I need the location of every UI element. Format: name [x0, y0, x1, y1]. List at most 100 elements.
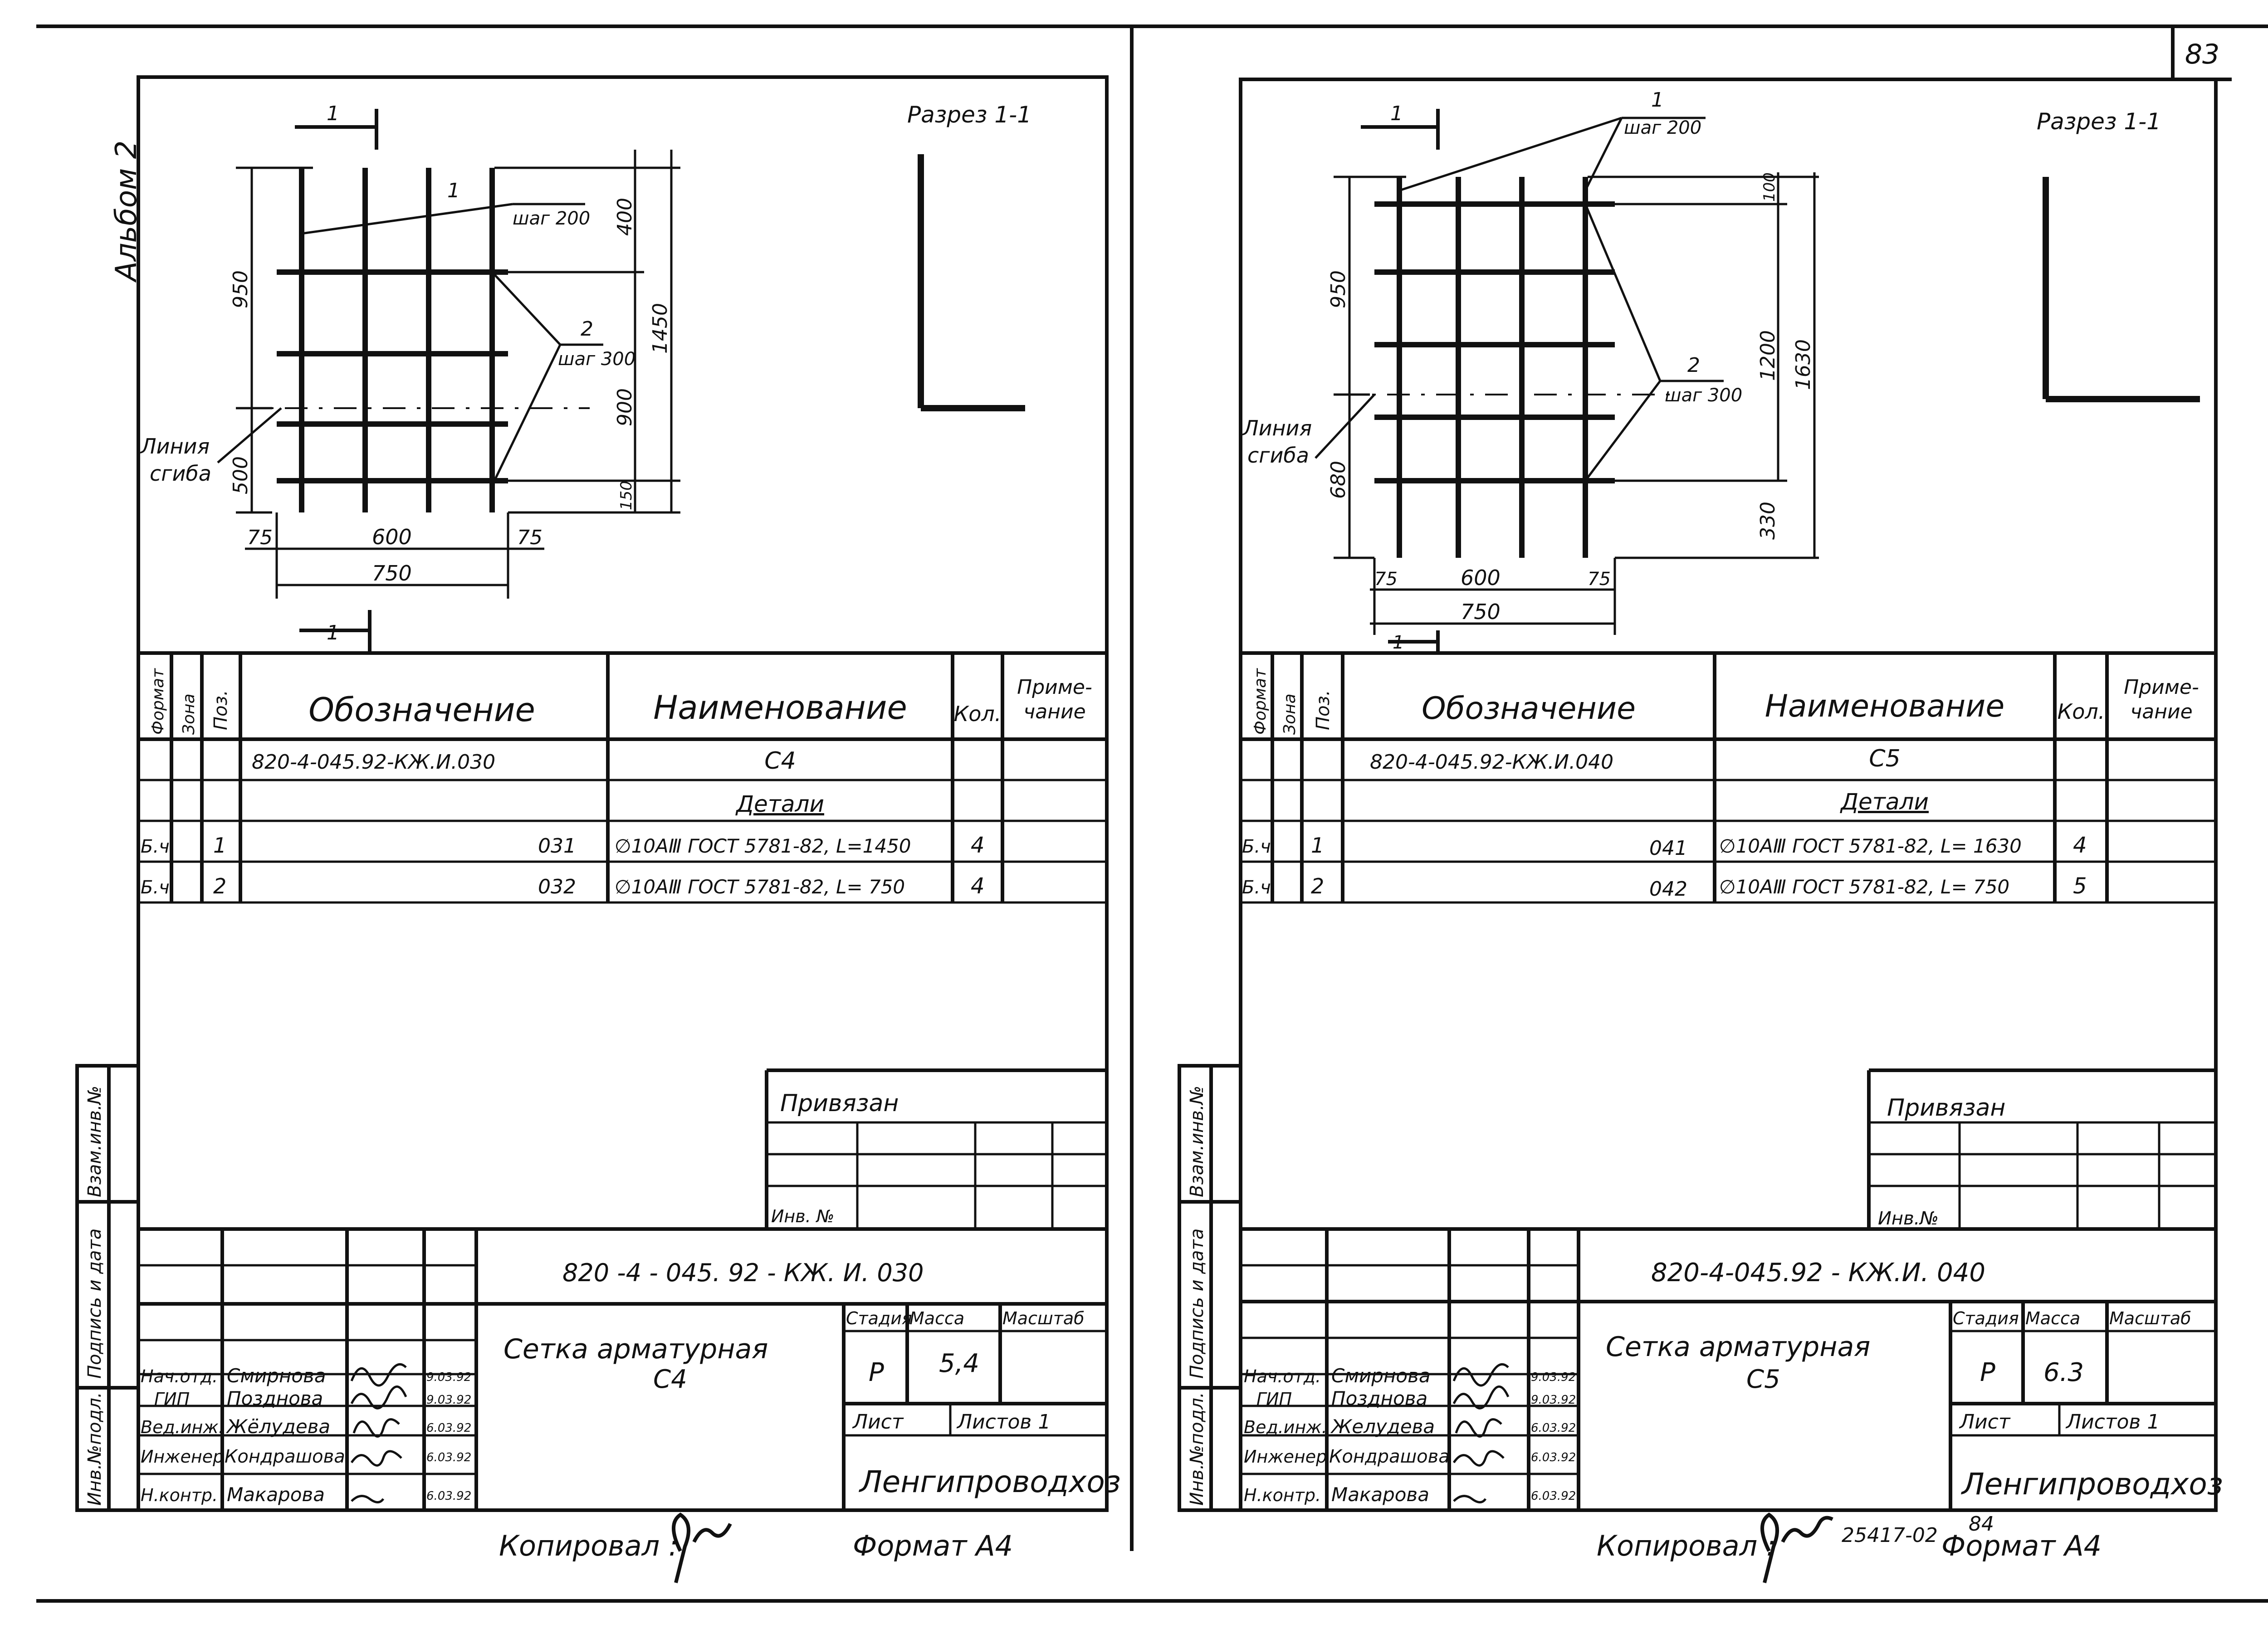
row-2-format: Б.ч.	[1242, 836, 1277, 857]
doc-code: 820 -4 - 045. 92 - КЖ. И. 030	[562, 1258, 924, 1287]
sheet-right: Инв.№подл. Подпись и дата Взам.инв.№	[1178, 78, 2223, 1512]
callout-2-num: 2	[1687, 354, 1700, 377]
dim-75-left: 75	[247, 526, 273, 549]
scale-header: Масштаб	[2109, 1308, 2191, 1328]
dim-1200: 1200	[1756, 330, 1779, 381]
row-2-qty: 4	[971, 833, 985, 858]
cut-mark-bottom: 1	[327, 621, 339, 644]
sheet-frame	[1239, 78, 2218, 1512]
page-number: 83	[2185, 39, 2219, 70]
cut-mark-top: 1	[327, 102, 339, 125]
cut-mark-bottom: 1	[1393, 632, 1404, 653]
sheet-left: Инв.№подл. Подпись и дата Взам.инв.№	[75, 75, 1121, 1512]
row-2-pos: 1	[1311, 833, 1324, 858]
mesh-drawing-c4	[217, 109, 1025, 653]
hdr-note: Приме-чание	[2124, 676, 2199, 723]
staff-3-name: Кондрашова	[225, 1446, 345, 1467]
hdr-name: Наименование	[1765, 688, 2004, 724]
doc-title: Сетка арматурная	[1606, 1331, 1870, 1363]
row-2-designation: 041	[1649, 837, 1687, 860]
organization: Ленгипроводхоз	[859, 1464, 1121, 1499]
dim-330: 330	[1756, 502, 1779, 540]
footer-ref-sheet: 84	[1969, 1512, 1994, 1536]
staff-0-name: Смирнова	[1331, 1365, 1431, 1387]
stamp-replace-inv: Взам.инв.№	[84, 1086, 105, 1197]
staff-4-name: Макарова	[227, 1483, 325, 1506]
dim-900: 900	[613, 388, 636, 426]
copied-right: Копировал :	[1597, 1529, 1776, 1562]
copied-left: Копировал :	[499, 1529, 678, 1562]
staff-0-role: Нач.отд.	[1244, 1366, 1321, 1386]
mesh-drawing-c5	[1315, 109, 2200, 653]
dim-100: 100	[1760, 172, 1779, 202]
staff-2-role: Вед.инж.	[1244, 1417, 1327, 1437]
stamp-inv-original: Инв.№подл.	[84, 1392, 105, 1506]
title-block	[138, 1227, 1107, 1510]
inv-no-label: Инв.№	[1878, 1208, 1939, 1229]
dim-680: 680	[1327, 461, 1350, 499]
callout-2-step: шаг 300	[1665, 385, 1742, 406]
hdr-name: Наименование	[653, 688, 907, 727]
row-0-name: С4	[764, 747, 796, 775]
hdr-note-1: Приме-	[2124, 676, 2199, 699]
staff-0-name: Смирнова	[227, 1365, 326, 1387]
callout-1-num: 1	[1651, 88, 1664, 112]
hdr-format: Формат	[1251, 668, 1270, 735]
dim-600: 600	[372, 525, 412, 549]
row-3-pos: 2	[1311, 874, 1324, 898]
sheet-header: Лист	[852, 1410, 904, 1434]
dim-750: 750	[372, 561, 412, 585]
doc-title: Сетка арматурная	[503, 1333, 768, 1365]
row-2-pos: 1	[213, 833, 226, 858]
hdr-note-2: чание	[2130, 700, 2192, 723]
hdr-zone: Зона	[180, 693, 198, 735]
attached-label: Привязан	[780, 1090, 899, 1117]
copy-signature-right	[1760, 1512, 1779, 1583]
doc-code: 820-4-045.92 - КЖ.И. 040	[1651, 1258, 1985, 1288]
row-3-designation: 042	[1649, 878, 1687, 901]
hdr-qty: Кол.	[2058, 699, 2105, 724]
attached-block	[765, 1068, 1107, 1231]
callout-1-step: шаг 200	[513, 208, 590, 229]
mass-header: Масса	[909, 1308, 964, 1328]
dim-500: 500	[229, 456, 252, 494]
bend-line-label-1: Линия	[1242, 416, 1312, 440]
dim-1630: 1630	[1792, 339, 1815, 390]
format-left: Формат А4	[853, 1529, 1013, 1562]
staff-3-date: 6.03.92	[426, 1451, 471, 1464]
row-2-name: ∅10АⅢ ГОСТ 5781-82, L= 1630	[1719, 835, 2022, 857]
staff-1-date: 9.03.92	[1531, 1393, 1576, 1407]
title-block	[1241, 1227, 2216, 1510]
hdr-note-2: чание	[1023, 700, 1085, 723]
footer-ref: 25417-02	[1842, 1524, 1938, 1547]
stage-value: Р	[869, 1358, 884, 1387]
mass-value: 5,4	[939, 1349, 979, 1378]
hdr-designation: Обозначение	[1422, 691, 1636, 727]
row-0-designation: 820-4-045.92-КЖ.И.040	[1370, 751, 1613, 774]
staff-0-role: Нач.отд.	[141, 1366, 218, 1386]
spec-table	[1241, 651, 2216, 904]
stage-value: Р	[1980, 1358, 1995, 1387]
stamp-signature-date: Подпись и дата	[84, 1229, 105, 1379]
staff-4-role: Н.контр.	[141, 1485, 218, 1505]
staff-1-role: ГИП	[1256, 1389, 1292, 1409]
dim-950: 950	[229, 270, 252, 308]
dim-600: 600	[1461, 566, 1501, 590]
row-3-name: ∅10АⅢ ГОСТ 5781-82, L= 750	[1719, 876, 2009, 898]
signatures	[1452, 1363, 1510, 1503]
row-0-designation: 820-4-045.92-КЖ.И.030	[252, 751, 495, 774]
stage-header: Стадия	[846, 1308, 912, 1328]
staff-1-name: Позднова	[227, 1387, 323, 1410]
staff-0-date: 9.03.92	[1531, 1371, 1576, 1384]
staff-1-role: ГИП	[154, 1389, 190, 1409]
hdr-pos: Поз.	[210, 690, 231, 730]
callout-2-num: 2	[581, 317, 593, 341]
row-3-designation: 032	[538, 875, 576, 898]
organization: Ленгипроводхоз	[1961, 1467, 2223, 1502]
sheets-header: Листов 1	[956, 1410, 1051, 1434]
hdr-pos: Поз.	[1313, 690, 1334, 730]
callout-2-step: шаг 300	[558, 349, 635, 370]
cut-mark-top: 1	[1390, 102, 1403, 125]
dim-75-right: 75	[1588, 569, 1611, 590]
